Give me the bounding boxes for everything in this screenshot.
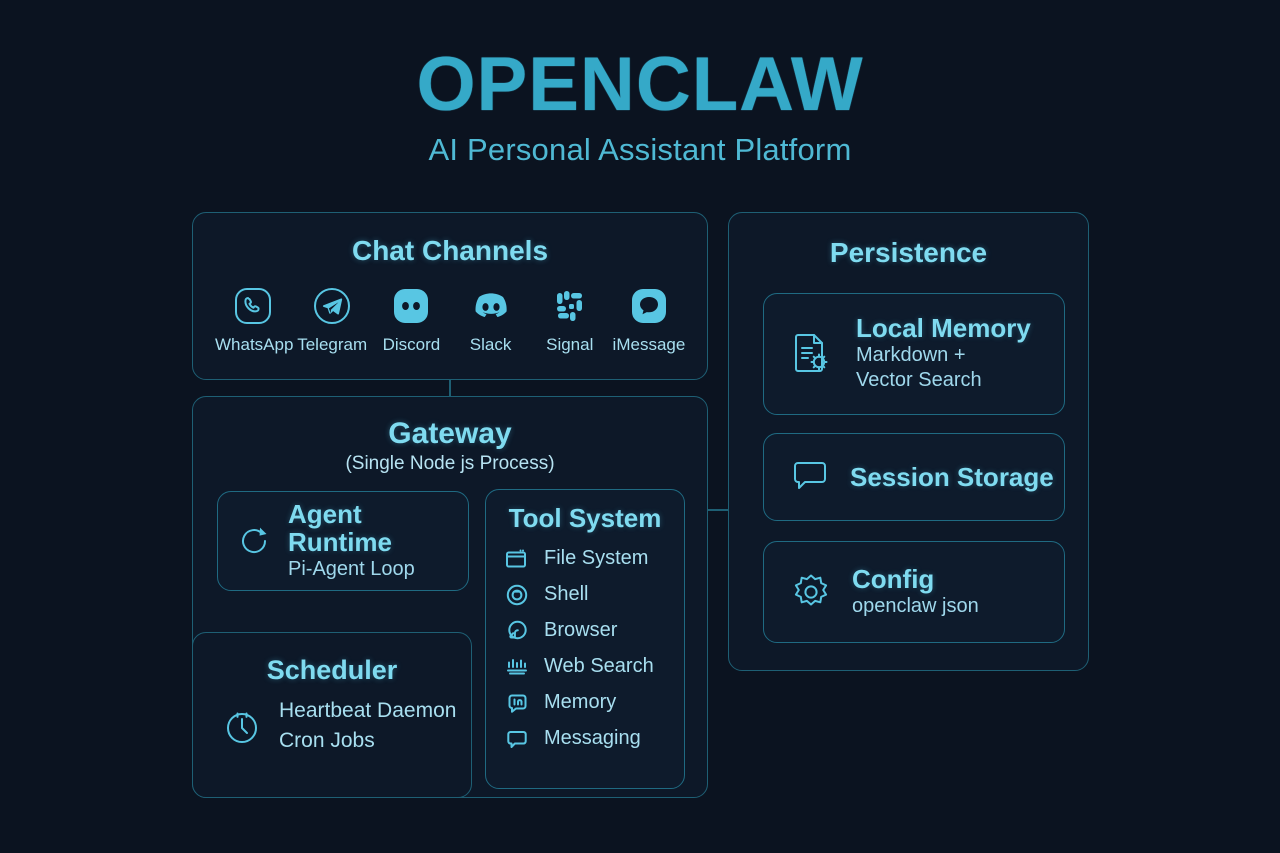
session-storage-card[interactable]: Session Storage: [763, 433, 1065, 521]
terminal-icon: [504, 582, 530, 608]
tool-system-list: File System Shell: [486, 541, 684, 757]
channel-label: Slack: [469, 335, 512, 354]
agent-runtime-card[interactable]: Agent Runtime Pi-Agent Loop: [217, 491, 469, 591]
agent-runtime-title: Agent Runtime: [288, 498, 392, 558]
chat-channels-list: WhatsApp Telegram: [203, 283, 699, 355]
tool-item-web-search[interactable]: Web Search: [504, 649, 684, 685]
tool-system-card: Tool System File System: [485, 489, 685, 789]
clock-icon: [219, 703, 265, 749]
connector-gateway-to-persistence: [708, 509, 728, 511]
page-subtitle: AI Personal Assistant Platform: [428, 132, 852, 168]
gateway-title: Gateway: [388, 417, 512, 450]
channel-label: iMessage: [612, 335, 686, 354]
chat-bubble-icon: [504, 726, 530, 752]
config-card[interactable]: Config openclaw json: [763, 541, 1065, 643]
page-title: OPENCLAW: [416, 42, 864, 127]
agent-runtime-subtitle: Pi-Agent Loop: [288, 557, 415, 580]
gear-icon: [786, 567, 836, 617]
config-title: Config: [852, 563, 935, 594]
tool-label: Web Search: [544, 655, 654, 678]
slack-icon: [453, 283, 529, 329]
persistence-title: Persistence: [829, 237, 988, 268]
connector-chat-to-gateway: [449, 380, 451, 396]
tool-label: Shell: [544, 583, 589, 606]
channel-telegram[interactable]: Telegram: [294, 283, 370, 355]
local-memory-card[interactable]: Local Memory Markdown + Vector Search: [763, 293, 1065, 415]
memory-icon: [504, 690, 530, 716]
scheduler-panel: Scheduler Heartbeat Daemon Cron Jobs: [192, 632, 472, 798]
tool-label: Memory: [544, 691, 617, 714]
web-search-icon: [504, 654, 530, 680]
local-memory-subtitle-2: Vector Search: [856, 369, 982, 392]
channel-discord[interactable]: Discord: [373, 283, 449, 355]
whatsapp-icon: [215, 283, 291, 329]
header: OPENCLAW AI Personal Assistant Platform: [0, 42, 1280, 168]
scheduler-line-1: Heartbeat Daemon: [279, 699, 457, 722]
imessage-icon: [611, 283, 687, 329]
channel-label: Signal: [546, 335, 594, 354]
persistence-panel: Persistence Local Memory Markdown + Vect…: [728, 212, 1089, 671]
channel-signal[interactable]: Signal: [532, 283, 608, 355]
tool-item-messaging[interactable]: Messaging: [504, 721, 684, 757]
scheduler-lines: Heartbeat Daemon Cron Jobs: [279, 696, 456, 757]
folder-icon: [504, 546, 530, 572]
signal-icon: [532, 283, 608, 329]
channel-whatsapp[interactable]: WhatsApp: [215, 283, 294, 355]
channel-slack[interactable]: Slack: [453, 283, 529, 355]
scheduler-title: Scheduler: [266, 655, 398, 685]
channel-label: Discord: [382, 335, 441, 354]
tool-label: Browser: [544, 619, 618, 642]
chat-channels-panel: Chat Channels WhatsApp T: [192, 212, 708, 380]
session-storage-title: Session Storage: [850, 461, 1054, 492]
tool-item-memory[interactable]: Memory: [504, 685, 684, 721]
local-memory-title: Local Memory: [856, 313, 1031, 344]
tool-label: File System: [544, 547, 649, 570]
local-memory-subtitle-1: Markdown +: [856, 343, 966, 366]
discord-icon: [373, 283, 449, 329]
chat-channels-title: Chat Channels: [351, 235, 549, 266]
tool-label: Messaging: [544, 727, 641, 750]
telegram-icon: [294, 283, 370, 329]
browser-icon: [504, 618, 530, 644]
scheduler-line-2: Cron Jobs: [279, 729, 375, 753]
tool-item-file-system[interactable]: File System: [504, 541, 684, 577]
refresh-loop-icon: [232, 519, 276, 563]
tool-system-title: Tool System: [508, 503, 662, 533]
gateway-subtitle: (Single Node js Process): [345, 453, 555, 474]
config-subtitle: openclaw json: [852, 594, 979, 617]
channel-label: Telegram: [297, 335, 368, 354]
channel-label: WhatsApp: [215, 335, 294, 354]
chat-bubble-icon: [786, 453, 834, 501]
tool-item-browser[interactable]: Browser: [504, 613, 684, 649]
tool-item-shell[interactable]: Shell: [504, 577, 684, 613]
channel-imessage[interactable]: iMessage: [611, 283, 687, 355]
document-gear-icon: [786, 327, 840, 381]
